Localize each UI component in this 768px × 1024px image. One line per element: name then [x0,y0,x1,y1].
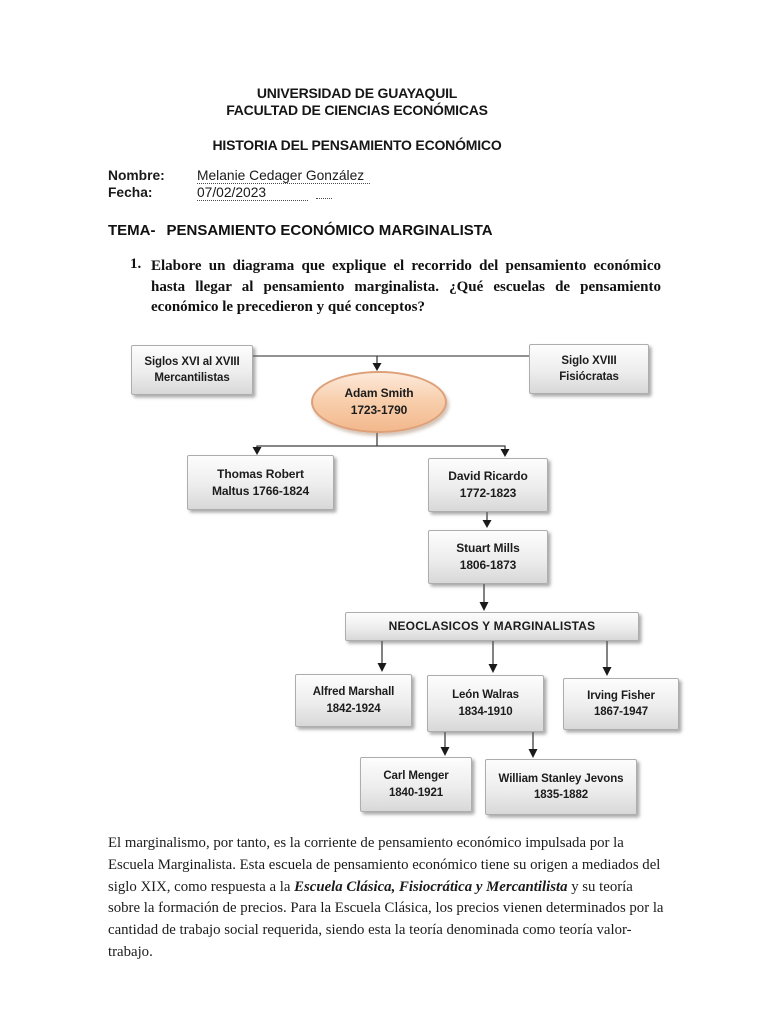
node-jevons-line2: 1835-1882 [533,789,589,801]
node-menger-line2: 1840-1921 [388,786,444,799]
node-ricardo-line2: 1772-1823 [459,486,517,500]
node-menger: Carl Menger 1840-1921 [360,757,472,812]
node-mills-line2: 1806-1873 [459,558,517,572]
node-walras: León Walras 1834-1910 [427,675,544,732]
date-label: Fecha: [108,185,153,200]
node-walras-line2: 1834-1910 [458,705,513,718]
node-mills-line1: Stuart Mills [456,541,520,556]
topic-line: TEMA- PENSAMIENTO ECONÓMICO MARGINALISTA [108,222,493,239]
university-header: UNIVERSIDAD DE GUAYAQUIL FACULTAD DE CIE… [0,85,714,154]
node-ricardo: David Ricardo 1772-1823 [428,458,548,512]
topic-label: TEMA- [108,222,156,239]
name-row: Nombre: Melanie Cedager González [108,167,371,184]
node-fisiocratas: Siglo XVIII Fisiócratas [529,344,649,394]
node-neoclasicos: NEOCLASICOS Y MARGINALISTAS [345,612,639,641]
node-adam-smith-line2: 1723-1790 [350,403,408,417]
node-menger-line1: Carl Menger [383,770,449,783]
node-adam-smith-line1: Adam Smith [344,386,414,401]
paragraph-emphasis: Escuela Clásica, Fisiocrática y Mercanti… [294,878,568,895]
student-info: Nombre: Melanie Cedager González Fecha: 07… [108,167,371,201]
question-number: 1. [130,256,142,272]
node-marshall-line1: Alfred Marshall [312,686,395,699]
node-mills: Stuart Mills 1806-1873 [428,530,548,584]
paragraph-text-1: El marginalismo, por tanto, es la corrie… [108,835,661,895]
node-jevons: William Stanley Jevons 1835-1882 [485,759,637,815]
node-fisher: Irving Fisher 1867-1947 [563,678,679,730]
node-marshall-line2: 1842-1924 [326,702,381,715]
faculty-name: FACULTAD DE CIENCIAS ECONÓMICAS [226,102,488,118]
node-malthus-line2: Maltus 1766-1824 [211,483,310,498]
date-row: Fecha: 07/02/2023 [108,184,370,201]
question-text: Elabore un diagrama que explique el reco… [151,258,661,315]
name-label: Nombre: [108,168,165,183]
name-value: Melanie Cedager González [197,168,371,184]
node-fisiocratas-line1: Siglo XVIII [561,354,617,367]
node-neoclasicos-label: NEOCLASICOS Y MARGINALISTAS [388,619,596,634]
date-value: 07/02/2023 [197,185,309,201]
topic-title: PENSAMIENTO ECONÓMICO MARGINALISTA [166,222,493,239]
dotted-line-stub [316,198,333,199]
node-mercantilistas-line1: Siglos XVI al XVIII [144,355,240,368]
university-name: UNIVERSIDAD DE GUAYAQUIL [256,85,458,101]
course-title: HISTORIA DEL PENSAMIENTO ECONÓMICO [212,137,502,153]
node-mercantilistas-line2: Mercantilistas [154,372,230,384]
node-walras-line1: León Walras [452,689,519,702]
closing-paragraph: El marginalismo, por tanto, es la corrie… [108,833,665,964]
node-adam-smith-ellipse: Adam Smith 1723-1790 [311,371,447,433]
node-mercantilistas: Siglos XVI al XVIII Mercantilistas [131,345,253,395]
node-fisher-line2: 1867-1947 [593,706,649,718]
node-jevons-line1: William Stanley Jevons [498,772,624,785]
node-fisher-line1: Irving Fisher [587,689,655,702]
node-marshall: Alfred Marshall 1842-1924 [295,674,412,727]
node-malthus: Thomas Robert Maltus 1766-1824 [187,455,334,510]
node-ricardo-line1: David Ricardo [448,469,528,484]
node-fisiocratas-line2: Fisiócratas [559,371,619,383]
node-malthus-line1: Thomas Robert [217,466,304,481]
paragraph-text-2: y su teoría sobre la formación de precio… [108,878,664,960]
